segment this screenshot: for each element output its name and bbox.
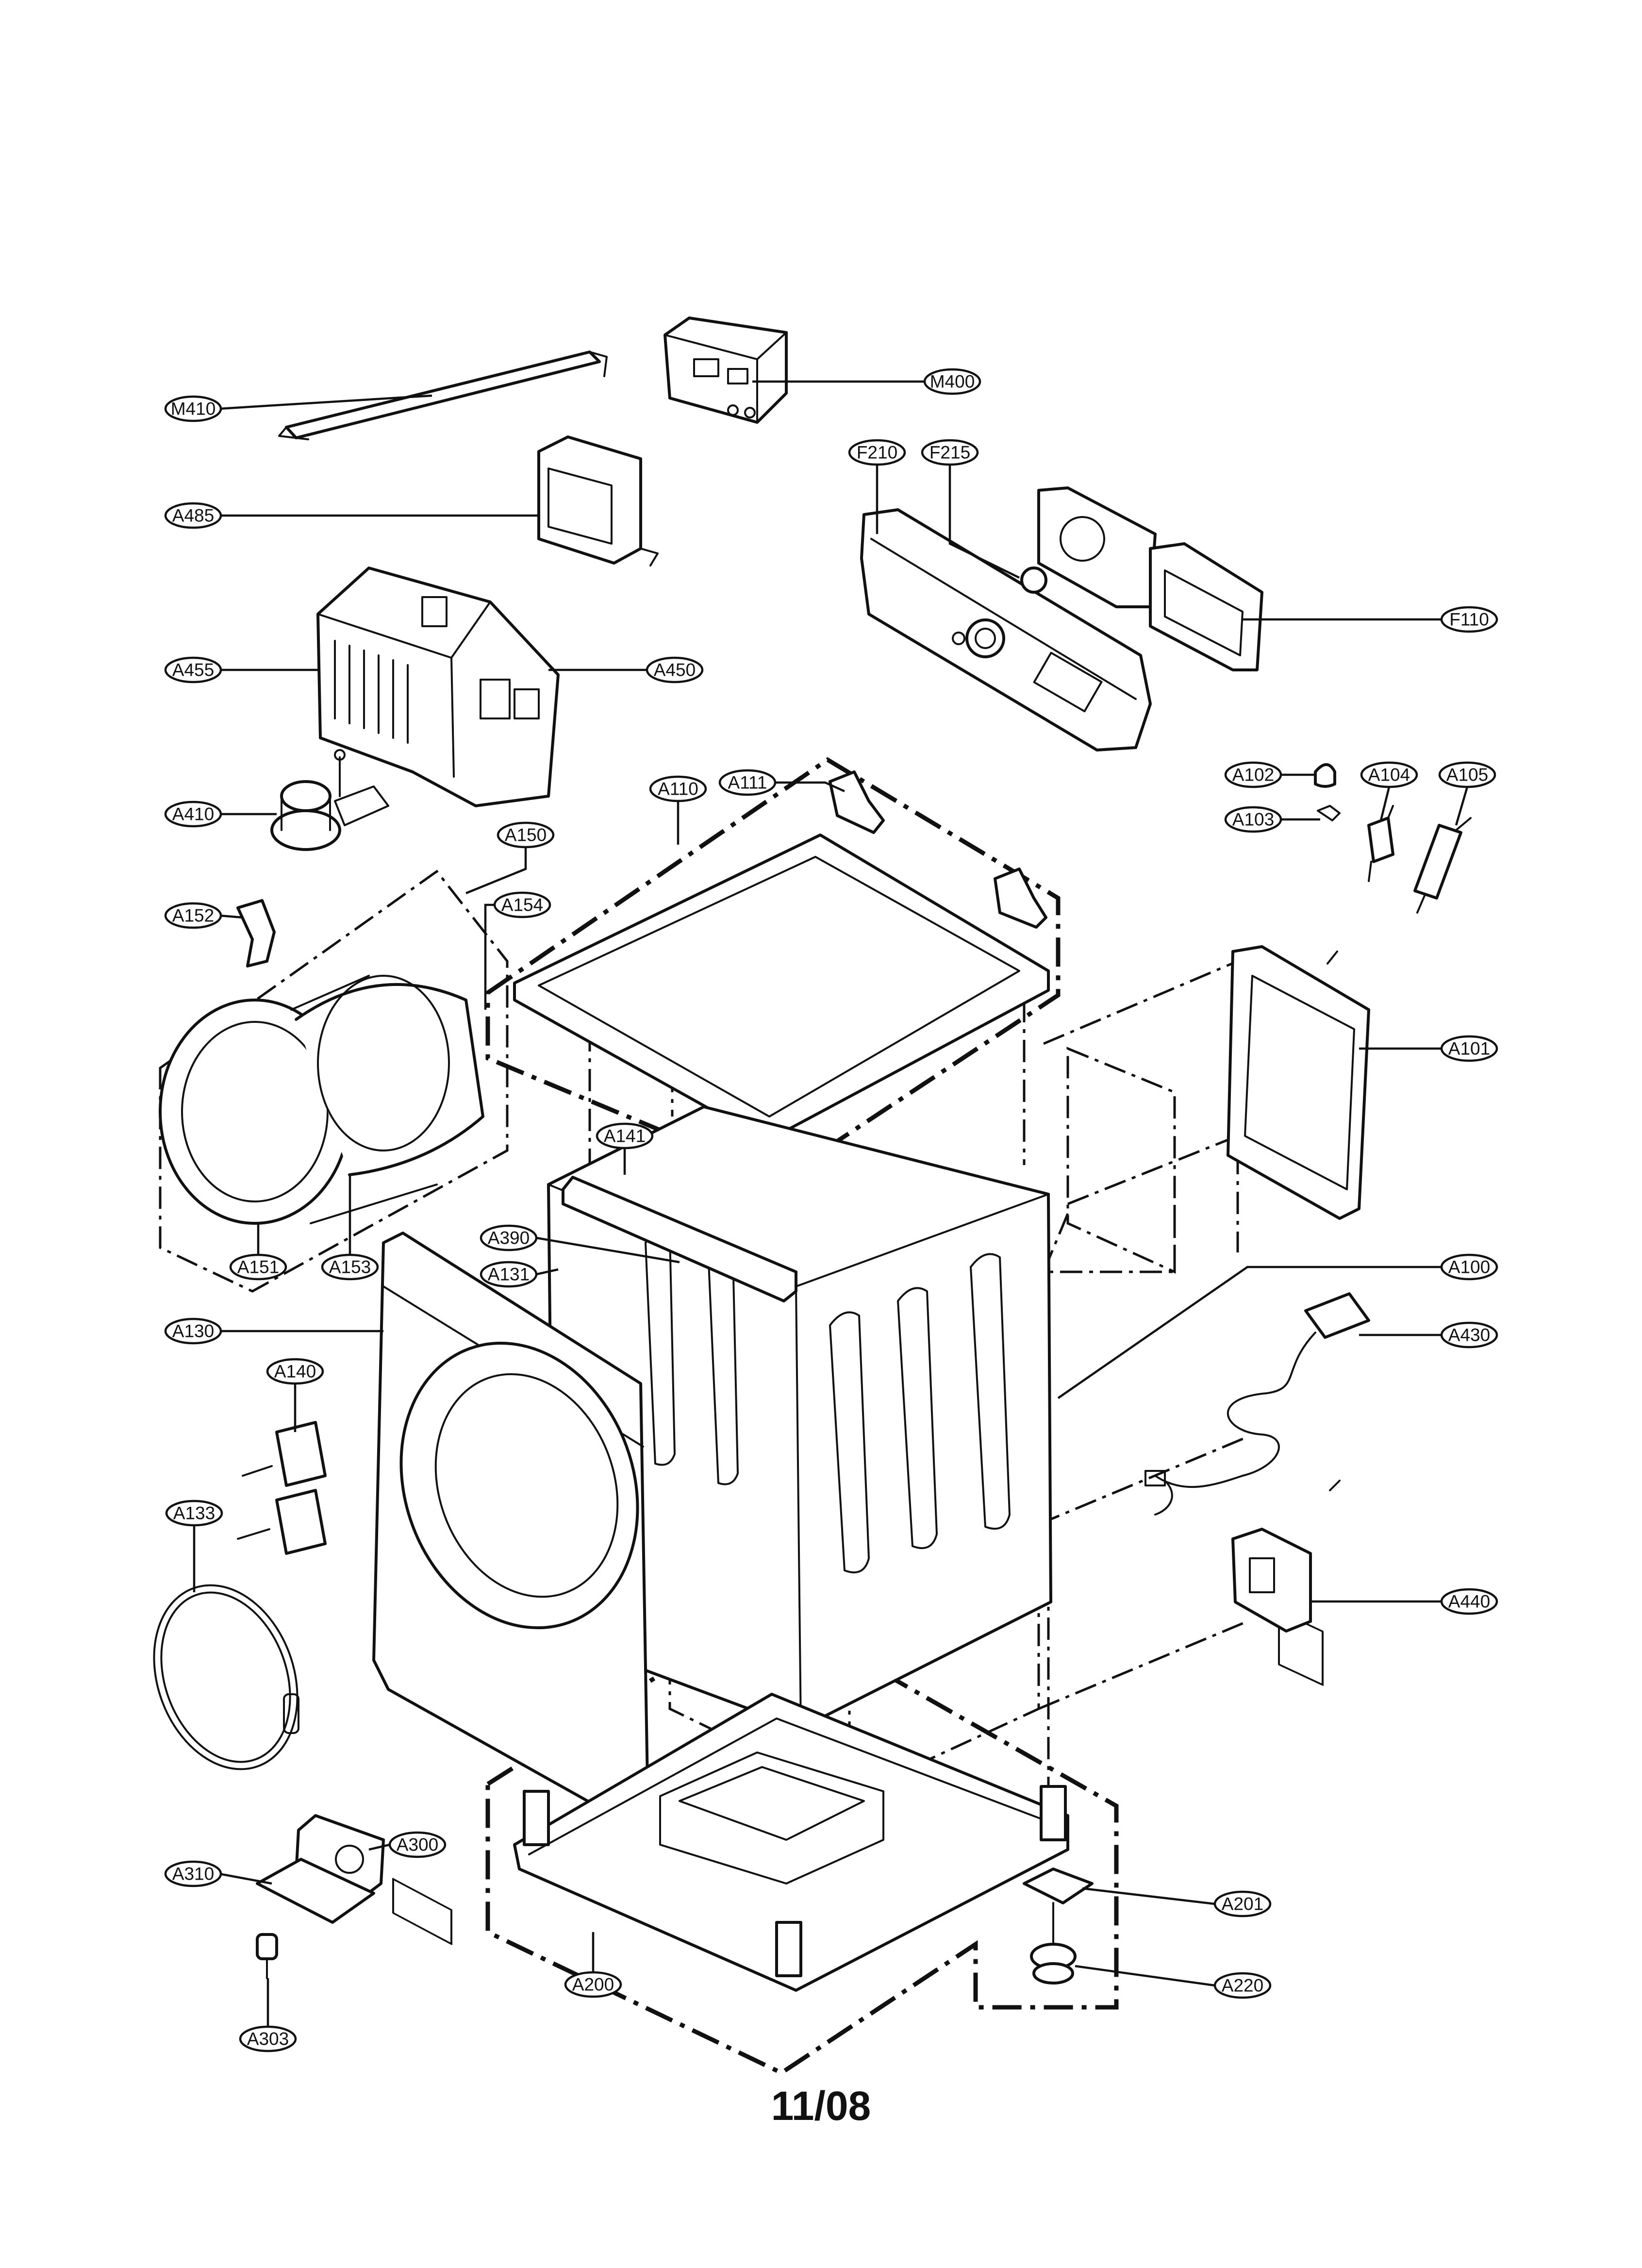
control-board-part: [1020, 486, 1157, 608]
callout-A100: A100: [1440, 1253, 1498, 1281]
callout-A104: A104: [1360, 761, 1418, 788]
callout-A103-label: A103: [1232, 810, 1274, 830]
front-panel-part: [372, 1232, 649, 1945]
callout-A455-label: A455: [172, 660, 214, 680]
callout-A152: A152: [164, 902, 222, 929]
control-box-part: [316, 567, 560, 807]
callout-F110: F110: [1440, 606, 1498, 633]
callout-A153: A153: [321, 1253, 379, 1281]
callout-A200-label: A200: [572, 1975, 614, 1995]
callout-M400: M400: [923, 368, 981, 395]
callout-A141-label: A141: [604, 1126, 646, 1146]
callout-A450-label: A450: [654, 660, 696, 680]
callout-M400-label: M400: [930, 372, 975, 392]
pump-box-part: [663, 317, 788, 424]
callout-A440: A440: [1440, 1588, 1498, 1615]
callout-A131: A131: [480, 1261, 538, 1288]
door-cover-part: [256, 1814, 385, 1924]
callout-A410: A410: [164, 800, 222, 828]
callout-A300: A300: [388, 1831, 447, 1858]
callout-A154: A154: [493, 891, 551, 918]
callout-M410-label: M410: [171, 399, 216, 419]
callout-A390: A390: [480, 1224, 538, 1251]
callout-labels: M410 M400 A485 F210 F215 F110 A455 A450 …: [164, 368, 1498, 2052]
callout-A133-label: A133: [173, 1503, 215, 1523]
callout-A110-label: A110: [658, 779, 698, 799]
callout-A200: A200: [564, 1971, 622, 1998]
callout-A430-label: A430: [1448, 1325, 1490, 1345]
callout-A201: A201: [1213, 1890, 1272, 1918]
power-cord-part: [1144, 1292, 1370, 1516]
base-part: [513, 1693, 1069, 1992]
callout-A450: A450: [646, 656, 704, 684]
callout-A310-label: A310: [172, 1864, 214, 1884]
callout-A430: A430: [1440, 1321, 1498, 1349]
callout-A485-label: A485: [172, 506, 214, 526]
callout-A110: A110: [649, 775, 707, 802]
callout-F210-label: F210: [857, 443, 897, 463]
small-fittings-part: [1314, 763, 1472, 914]
callout-A111-label: A111: [728, 773, 767, 793]
callout-F210: F210: [848, 439, 906, 466]
display-frame-part: [537, 435, 659, 567]
base-bracket-part: [1023, 1868, 1094, 1904]
callout-A151-label: A151: [237, 1257, 279, 1277]
callout-A140-label: A140: [274, 1362, 316, 1382]
callout-F215-label: F215: [929, 443, 970, 463]
callout-A104-label: A104: [1368, 765, 1410, 785]
tub-assembly-part: [159, 975, 484, 1225]
callout-A105: A105: [1438, 761, 1496, 788]
clamp-ring-part: [153, 1584, 299, 1770]
callout-A141: A141: [596, 1122, 654, 1150]
page-date-label: 11/08: [771, 2083, 871, 2129]
callout-A154-label: A154: [501, 895, 543, 915]
callout-A153-label: A153: [329, 1257, 371, 1277]
bolt-part: [256, 1933, 278, 1979]
callout-A440-label: A440: [1448, 1592, 1490, 1612]
callout-A111: A111: [718, 769, 777, 796]
noise-filter-part: [1231, 1480, 1341, 1633]
callout-A455: A455: [164, 656, 222, 684]
tub-clamp-part: [236, 899, 276, 967]
callout-A133: A133: [165, 1500, 223, 1527]
callout-M410: M410: [164, 395, 222, 422]
callout-A105-label: A105: [1446, 765, 1488, 785]
callout-A102: A102: [1224, 761, 1282, 788]
door-hinge-part: [237, 1421, 327, 1555]
callout-A303: A303: [239, 2025, 297, 2052]
callout-A101: A101: [1440, 1035, 1498, 1062]
top-plate-part: [513, 834, 1050, 1142]
bracket-bar-part: [278, 350, 608, 440]
callout-A150: A150: [497, 821, 555, 849]
callout-A101-label: A101: [1448, 1039, 1490, 1059]
callout-A410-label: A410: [172, 804, 214, 824]
callout-A485: A485: [164, 502, 222, 529]
callout-A100-label: A100: [1448, 1257, 1490, 1277]
callout-A220: A220: [1213, 1972, 1272, 1999]
callout-A102-label: A102: [1232, 765, 1274, 785]
callout-A303-label: A303: [247, 2029, 289, 2049]
callout-A130-label: A130: [172, 1321, 214, 1341]
callout-A103: A103: [1224, 806, 1282, 833]
display-board-part: [1149, 542, 1263, 671]
hinge-part: [829, 770, 1047, 929]
callout-A201-label: A201: [1222, 1894, 1263, 1914]
callout-F110-label: F110: [1449, 610, 1489, 630]
callout-A130: A130: [164, 1317, 222, 1345]
callout-A150-label: A150: [505, 825, 547, 845]
callout-A131-label: A131: [488, 1265, 530, 1284]
callout-A310: A310: [164, 1860, 222, 1887]
leveling-foot-part: [1030, 1902, 1077, 1984]
callout-A390-label: A390: [488, 1228, 530, 1248]
callout-A152-label: A152: [172, 906, 214, 926]
callout-A140: A140: [266, 1358, 324, 1385]
callout-F215: F215: [921, 439, 979, 466]
callout-A300-label: A300: [397, 1835, 438, 1855]
callout-A151: A151: [229, 1253, 287, 1281]
motor-part: [270, 749, 389, 851]
callout-A220-label: A220: [1222, 1976, 1263, 1996]
